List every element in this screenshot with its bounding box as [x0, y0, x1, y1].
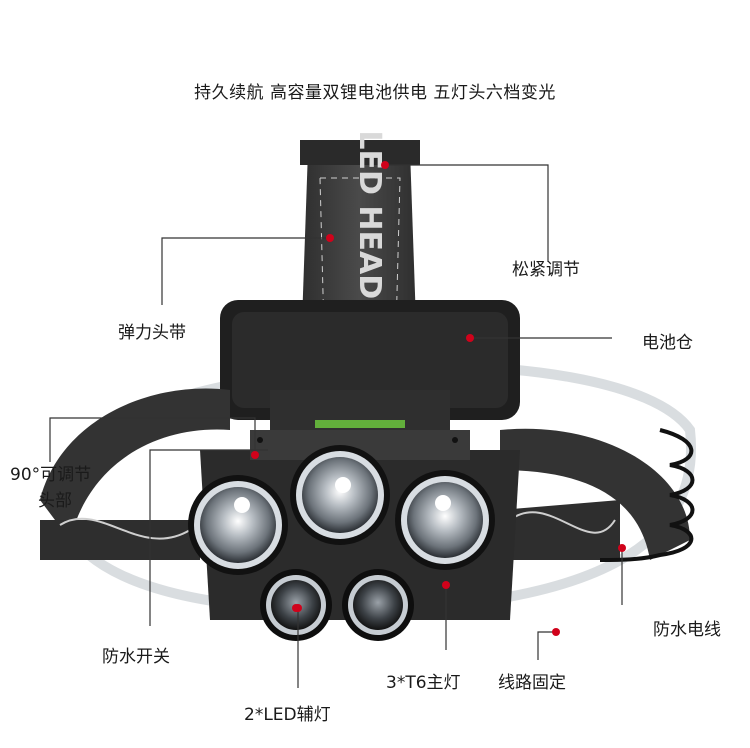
label-tilt-line1: 90°可调节: [10, 465, 92, 485]
label-main-lamps: 3*T6主灯: [386, 673, 461, 693]
label-switch: 防水开关: [102, 647, 170, 667]
label-elastic-band: 弹力头带: [118, 323, 186, 343]
label-tilt-line2: 头部: [38, 491, 72, 511]
main-lamp-center: [290, 445, 390, 545]
label-aux-lamps: 2*LED辅灯: [244, 705, 331, 725]
callout-lines: [49, 164, 623, 688]
headband: [40, 388, 690, 560]
label-cable: 防水电线: [653, 620, 721, 640]
headline: 持久续航 高容量双锂电池供电 五灯头六档变光: [194, 83, 556, 103]
label-wire-fix: 线路固定: [498, 673, 566, 693]
callout-dots: [251, 161, 626, 636]
aux-lamp-right: [342, 569, 414, 641]
label-adjust: 松紧调节: [512, 260, 580, 280]
main-lamp-left: [188, 475, 288, 575]
main-lamp-right: [395, 470, 495, 570]
label-battery: 电池仓: [642, 333, 693, 353]
coiled-cable: [599, 428, 695, 562]
